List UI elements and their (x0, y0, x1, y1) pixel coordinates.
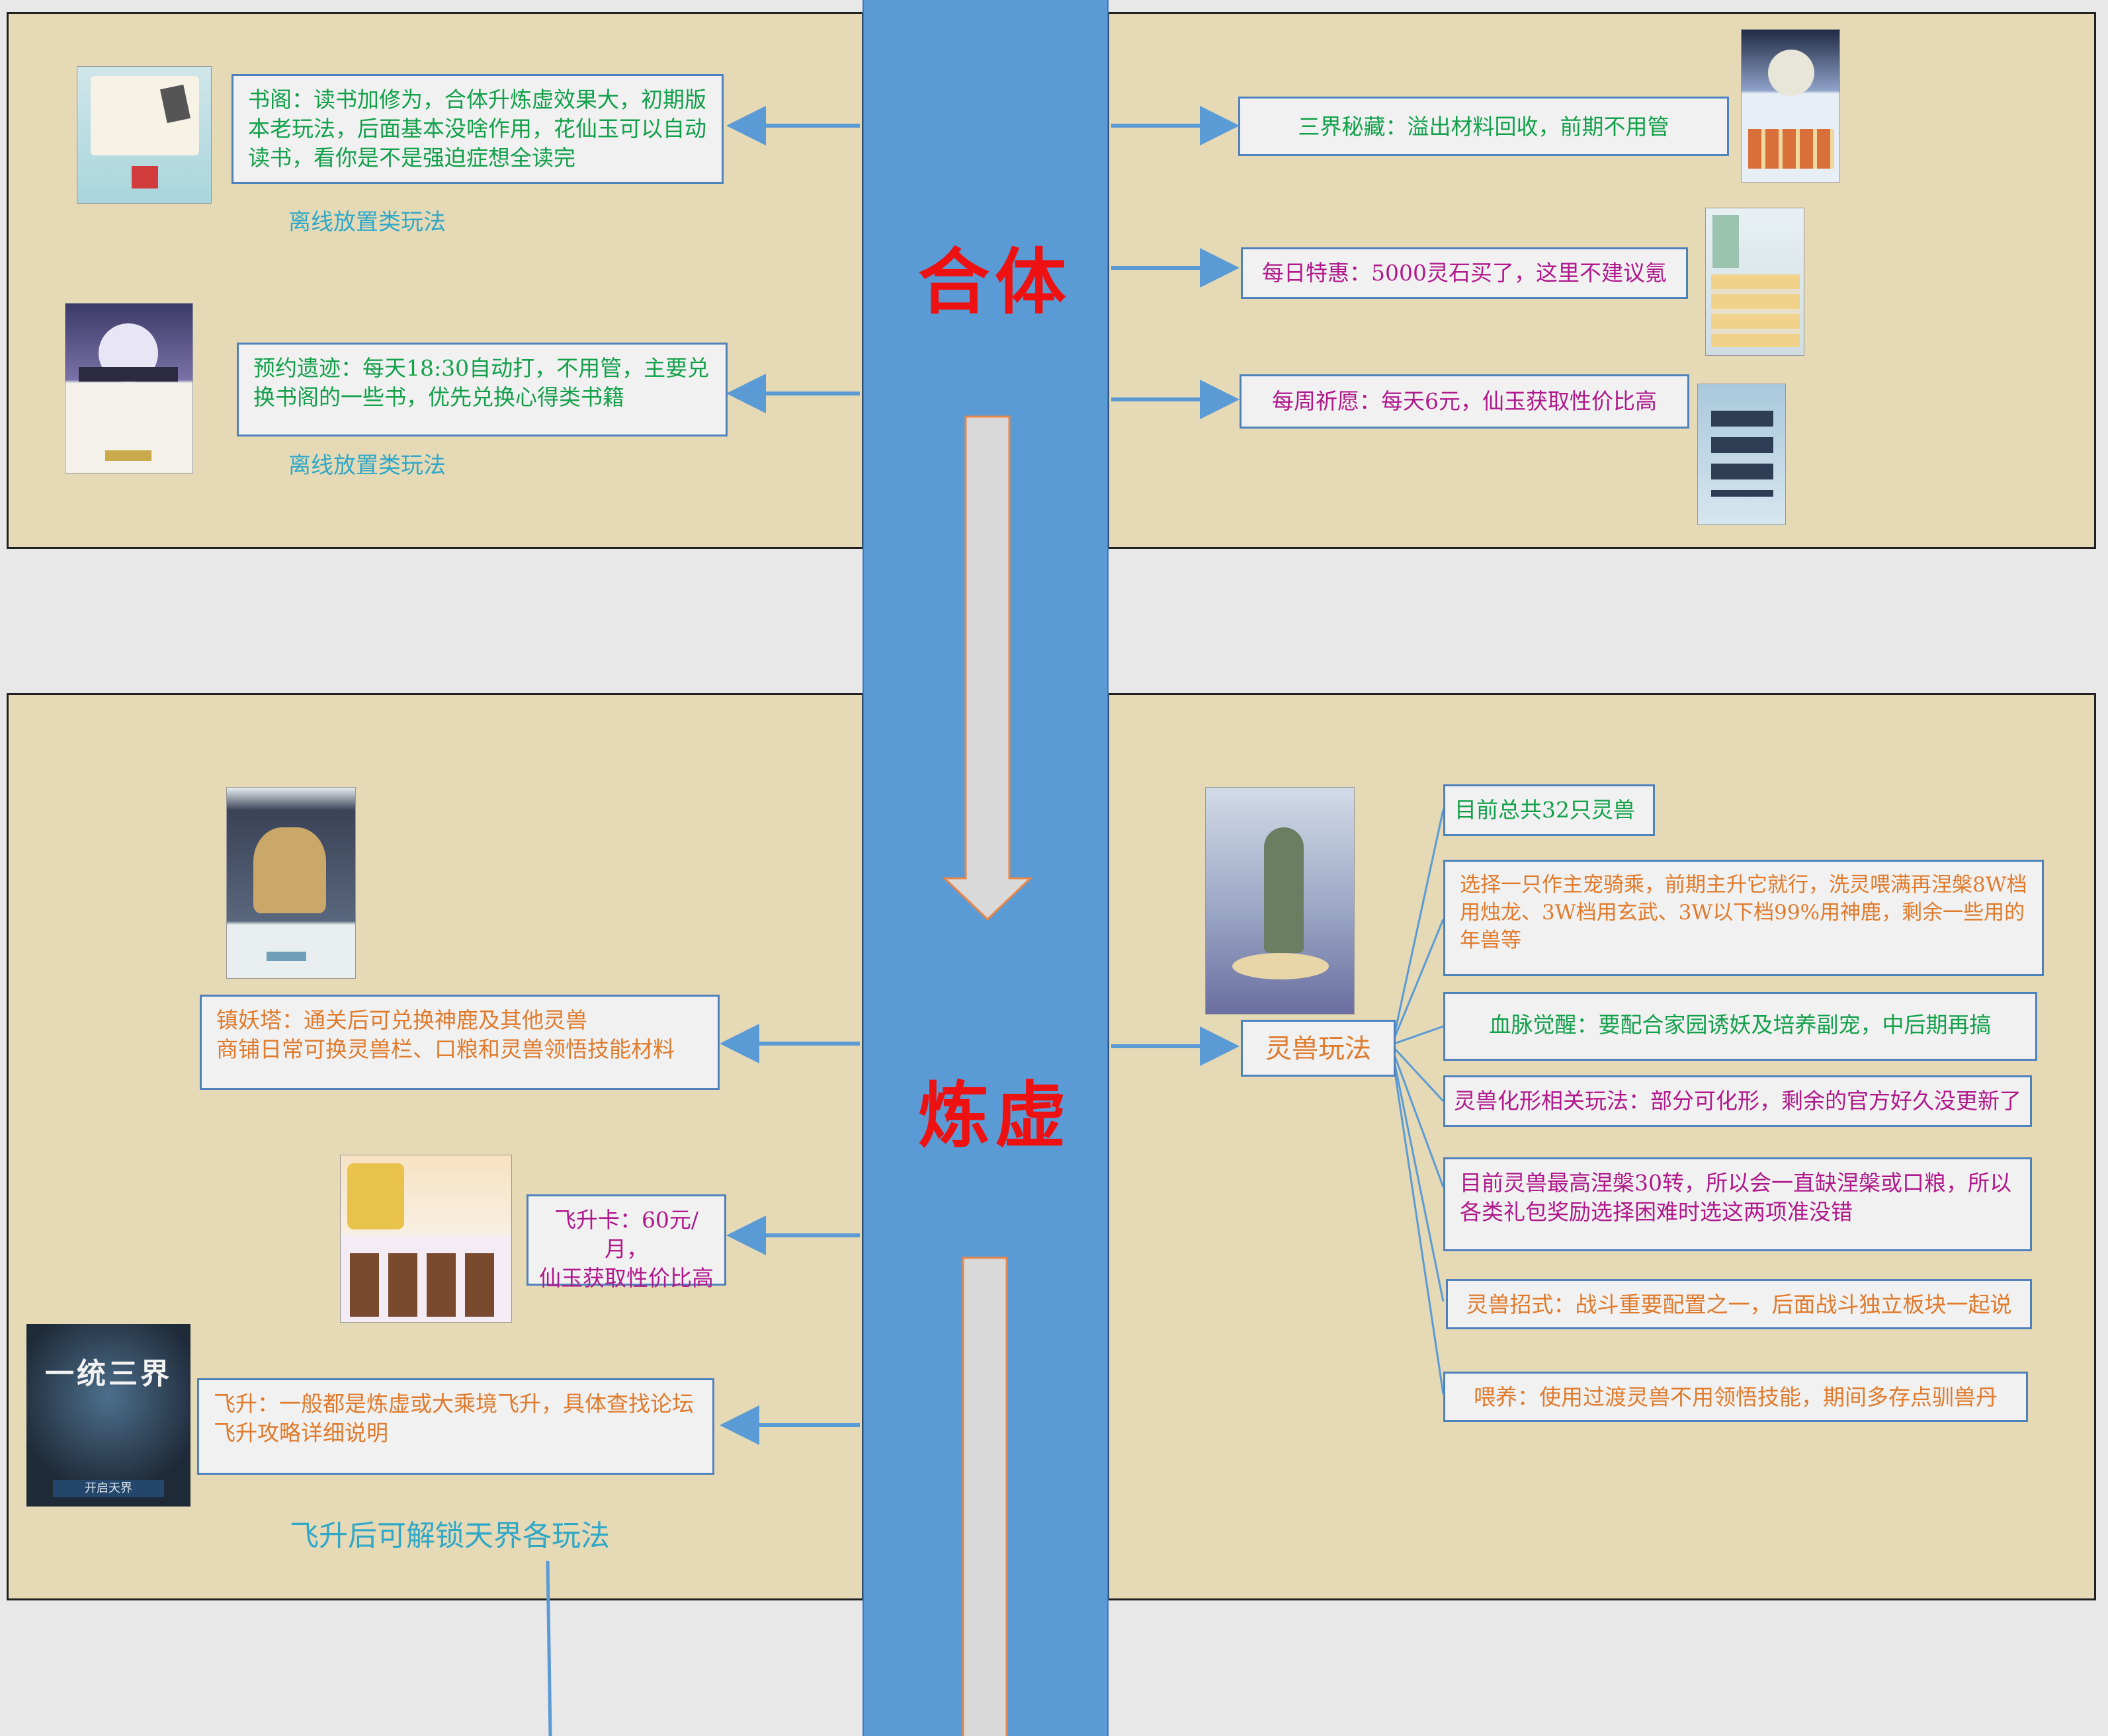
stage-label-lower: 炼虚 (918, 1075, 1072, 1157)
demon-tower-thumbnail (226, 787, 356, 979)
ascend-card-line-2: 仙玉获取性价比高 (539, 1265, 714, 1291)
ascend-card-thumbnail (340, 1155, 512, 1323)
pet-mount-note: 选择一只作主宠骑乘，前期主升它就行，洗灵喂满再涅槃8W档用烛龙、3W档用玄武、3… (1443, 860, 2044, 976)
weekly-wish-thumbnail (1697, 384, 1786, 525)
skills-note: 灵兽招式：战斗重要配置之一，后面战斗独立板块一起说 (1446, 1279, 2032, 1329)
ascend-note: 飞升：一般都是炼虚或大乘境飞升，具体查找论坛飞升攻略详细说明 (197, 1378, 714, 1475)
stage-label-upper: 合体 (918, 241, 1072, 324)
ascend-card-line-1: 飞升卡：60元/月， (554, 1207, 699, 1262)
pet-total-note: 目前总共32只灵兽 (1443, 784, 1655, 836)
unify-realms-button: 开启天界 (53, 1480, 164, 1497)
demon-tower-line-2: 商铺日常可换灵兽栏、口粮和灵兽领悟技能材料 (216, 1036, 675, 1062)
pet-thumbnail (1205, 787, 1355, 1014)
book-pavilion-note: 书阁：读书加修为，合体升炼虚效果大，初期版本老玩法，后面基本没啥作用，花仙玉可以… (232, 74, 724, 184)
ascend-caption: 飞升后可解锁天界各玩法 (290, 1519, 610, 1553)
secret-store-thumbnail (1741, 29, 1840, 183)
nirvana-note: 目前灵兽最高涅槃30转，所以会一直缺涅槃或口粮，所以各类礼包奖励选择困难时选这两… (1443, 1157, 2032, 1251)
ruins-note: 预约遗迹：每天18:30自动打，不用管，主要兑换书阁的一些书，优先兑换心得类书籍 (237, 343, 728, 436)
weekly-wish-note: 每周祈愿：每天6元，仙玉获取性价比高 (1240, 374, 1689, 429)
daily-deal-note: 每日特惠：5000灵石买了，这里不建议氪 (1241, 247, 1688, 299)
ruins-caption: 离线放置类玩法 (288, 452, 446, 479)
feeding-note: 喂养：使用过渡灵兽不用领悟技能，期间多存点驯兽丹 (1443, 1372, 2028, 1422)
pet-hub: 灵兽玩法 (1241, 1020, 1396, 1077)
unify-realms-thumbnail: 一统三界 开启天界 (26, 1324, 190, 1507)
secret-store-note: 三界秘藏：溢出材料回收，前期不用管 (1238, 97, 1729, 156)
demon-tower-line-1: 镇妖塔：通关后可兑换神鹿及其他灵兽 (216, 1007, 587, 1033)
ruins-thumbnail (65, 303, 193, 474)
book-pavilion-caption: 离线放置类玩法 (288, 209, 446, 235)
bloodline-note: 血脉觉醒：要配合家园诱妖及培养副宠，中后期再搞 (1443, 992, 2037, 1061)
daily-deal-thumbnail (1705, 208, 1804, 356)
ascend-card-note: 飞升卡：60元/月， 仙玉获取性价比高 (527, 1194, 726, 1291)
book-pavilion-thumbnail (77, 66, 212, 204)
demon-tower-note: 镇妖塔：通关后可兑换神鹿及其他灵兽 商铺日常可换灵兽栏、口粮和灵兽领悟技能材料 (200, 995, 720, 1090)
transform-note: 灵兽化形相关玩法：部分可化形，剩余的官方好久没更新了 (1443, 1075, 2032, 1127)
unify-realms-logo: 一统三界 (45, 1357, 172, 1391)
